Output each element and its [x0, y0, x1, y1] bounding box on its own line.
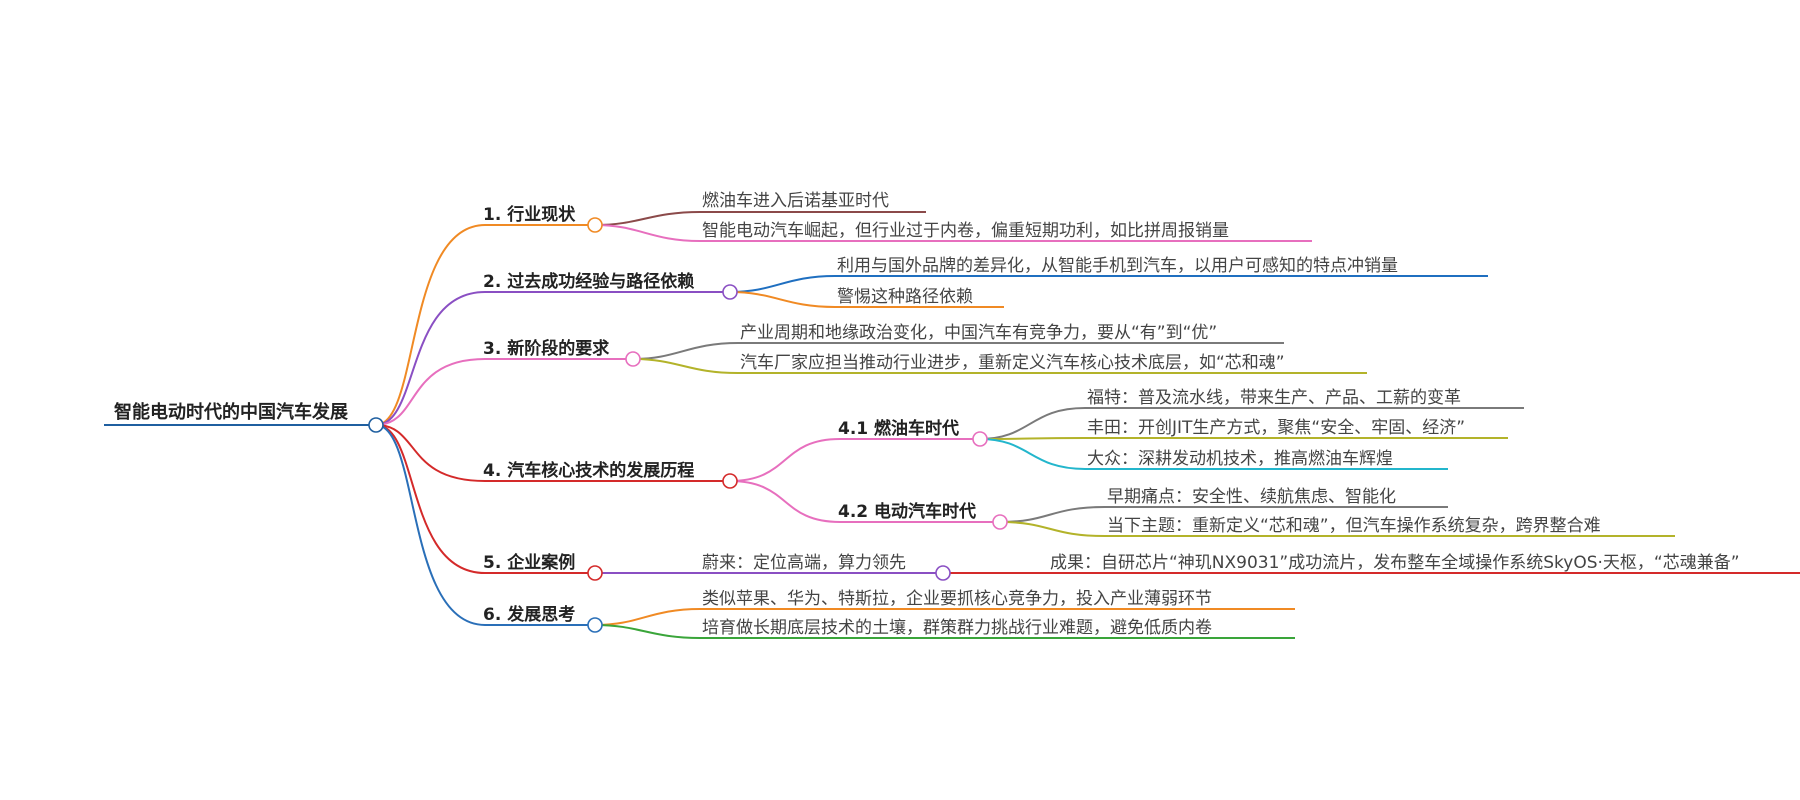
leaf-b6-1-text: 类似苹果、华为、特斯拉，企业要抓核心竞争力，投入产业薄弱环节	[702, 589, 1212, 609]
connector-b3-c2	[632, 358, 739, 374]
connector-b4-c1	[729, 438, 980, 482]
branch-1[interactable]: 1. 行业现状	[483, 204, 603, 233]
subbranch-4-2-label: 4.2 电动汽车时代	[838, 501, 976, 522]
subbranch-5-1[interactable]: 蔚来：定位高端，算力领先	[702, 553, 951, 581]
leaf-b3-2-text: 汽车厂家应担当推动行业进步，重新定义汽车核心技术底层，如“芯和魂”	[740, 353, 1285, 373]
branch-1-label: 1. 行业现状	[483, 204, 576, 225]
branch-4-toggle[interactable]	[722, 473, 738, 489]
subbranch-4-1-toggle[interactable]	[972, 431, 988, 447]
branch-2-label: 2. 过去成功经验与路径依赖	[483, 271, 694, 292]
leaf-b1-2[interactable]: 智能电动汽车崛起，但行业过于内卷，偏重短期功利，如比拼周报销量	[700, 221, 1312, 242]
branch-2[interactable]: 2. 过去成功经验与路径依赖	[483, 271, 738, 300]
connector-41-c3	[979, 438, 1086, 470]
connector-b4-c2	[729, 480, 1000, 523]
connector-root-b4	[375, 424, 730, 482]
leaf-b2-2-text: 警惕这种路径依赖	[837, 287, 973, 307]
leaf-b1-2-text: 智能电动汽车崛起，但行业过于内卷，偏重短期功利，如比拼周报销量	[702, 221, 1229, 241]
connector-b6-c2	[594, 624, 701, 639]
leaf-41-2-text: 丰田：开创JIT生产方式，聚焦“安全、牢固、经济”	[1087, 418, 1465, 438]
connector-b2-c2	[729, 291, 836, 308]
leaf-41-1-text: 福特：普及流水线，带来生产、产品、工薪的变革	[1087, 388, 1461, 408]
leaf-51-1[interactable]: 成果：自研芯片“神玑NX9031”成功流片，发布整车全域操作系统SkyOS·天枢…	[1050, 553, 1740, 573]
branch-2-toggle[interactable]	[722, 284, 738, 300]
subbranch-4-2[interactable]: 4.2 电动汽车时代	[838, 501, 1008, 530]
leaf-51-1-text: 成果：自研芯片“神玑NX9031”成功流片，发布整车全域操作系统SkyOS·天枢…	[1050, 553, 1740, 573]
leaf-b1-1-text: 燃油车进入后诺基亚时代	[702, 191, 889, 211]
leaf-41-1[interactable]: 福特：普及流水线，带来生产、产品、工薪的变革	[1085, 388, 1524, 409]
leaf-b2-1[interactable]: 利用与国外品牌的差异化，从智能手机到汽车，以用户可感知的特点冲销量	[835, 256, 1488, 277]
connector-42-c2	[999, 521, 1106, 537]
leaf-b6-2-text: 培育做长期底层技术的土壤，群策群力挑战行业难题，避免低质内卷	[702, 617, 1212, 638]
connector-root-b6	[375, 424, 595, 626]
branch-1-toggle[interactable]	[587, 217, 603, 233]
branch-6[interactable]: 6. 发展思考	[483, 604, 603, 633]
connector-42-c1	[999, 506, 1106, 523]
branch-5[interactable]: 5. 企业案例	[483, 552, 603, 581]
leaf-42-1[interactable]: 早期痛点：安全性、续航焦虑、智能化	[1105, 487, 1448, 508]
connectors	[375, 211, 1800, 639]
connector-41-c2	[979, 437, 1086, 440]
leaf-b3-1-text: 产业周期和地缘政治变化，中国汽车有竞争力，要从“有”到“优”	[740, 323, 1217, 343]
subbranch-4-2-toggle[interactable]	[992, 514, 1008, 530]
root-title: 智能电动时代的中国汽车发展	[114, 401, 349, 423]
leaf-41-3[interactable]: 大众：深耕发动机技术，推高燃油车辉煌	[1085, 449, 1448, 470]
connector-b1-c1	[594, 211, 701, 226]
leaf-b6-2[interactable]: 培育做长期底层技术的土壤，群策群力挑战行业难题，避免低质内卷	[700, 617, 1295, 639]
leaf-42-1-text: 早期痛点：安全性、续航焦虑、智能化	[1107, 487, 1396, 507]
connector-b6-c1	[594, 608, 701, 626]
leaf-42-2-text: 当下主题：重新定义“芯和魂”，但汽车操作系统复杂，跨界整合难	[1107, 516, 1601, 536]
connector-root-b3	[375, 358, 633, 426]
leaf-42-2[interactable]: 当下主题：重新定义“芯和魂”，但汽车操作系统复杂，跨界整合难	[1105, 516, 1675, 537]
connector-root-b5	[375, 424, 595, 574]
connector-b2-c1	[729, 275, 836, 293]
root-node[interactable]: 智能电动时代的中国汽车发展	[104, 401, 384, 433]
leaf-b2-2[interactable]: 警惕这种路径依赖	[835, 287, 1004, 308]
branch-5-toggle[interactable]	[587, 565, 603, 581]
subbranch-4-1[interactable]: 4.1 燃油车时代	[838, 418, 988, 447]
connector-b1-c2	[594, 224, 701, 242]
connector-b3-c1	[632, 342, 739, 360]
branch-6-label: 6. 发展思考	[483, 604, 575, 625]
leaf-b1-1[interactable]: 燃油车进入后诺基亚时代	[700, 191, 926, 213]
branch-4[interactable]: 4. 汽车核心技术的发展历程	[483, 460, 738, 489]
root-collapse-toggle[interactable]	[368, 417, 384, 433]
connector-41-c1	[979, 407, 1086, 440]
branch-5-label: 5. 企业案例	[483, 552, 575, 573]
subbranch-5-1-toggle[interactable]	[935, 565, 951, 581]
leaf-b3-2[interactable]: 汽车厂家应担当推动行业进步，重新定义汽车核心技术底层，如“芯和魂”	[738, 353, 1367, 374]
leaf-41-2[interactable]: 丰田：开创JIT生产方式，聚焦“安全、牢固、经济”	[1085, 418, 1508, 439]
branch-3[interactable]: 3. 新阶段的要求	[483, 338, 641, 367]
leaf-b3-1[interactable]: 产业周期和地缘政治变化，中国汽车有竞争力，要从“有”到“优”	[738, 323, 1284, 344]
connector-root-b1	[375, 224, 595, 426]
subbranch-4-1-label: 4.1 燃油车时代	[838, 418, 959, 439]
branch-3-label: 3. 新阶段的要求	[483, 338, 609, 359]
leaf-b6-1[interactable]: 类似苹果、华为、特斯拉，企业要抓核心竞争力，投入产业薄弱环节	[700, 589, 1295, 610]
subbranch-5-1-text: 蔚来：定位高端，算力领先	[702, 553, 906, 573]
connector-root-b2	[375, 291, 730, 426]
leaf-b2-1-text: 利用与国外品牌的差异化，从智能手机到汽车，以用户可感知的特点冲销量	[837, 256, 1398, 276]
branch-4-label: 4. 汽车核心技术的发展历程	[483, 460, 694, 481]
branch-6-toggle[interactable]	[587, 617, 603, 633]
branch-3-toggle[interactable]	[625, 351, 641, 367]
leaf-41-3-text: 大众：深耕发动机技术，推高燃油车辉煌	[1087, 449, 1393, 469]
